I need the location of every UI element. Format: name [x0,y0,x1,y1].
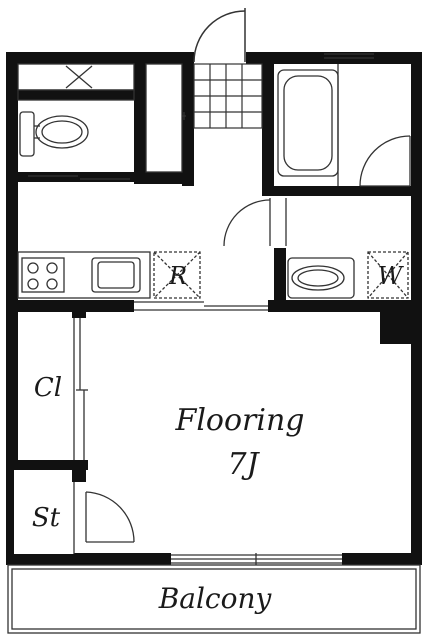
wash-room [223,198,409,299]
room-size-label: 7J [227,447,260,482]
storage [14,470,135,554]
bathroom [277,53,411,187]
toilet-icon [19,111,89,157]
washbasin-icon [287,257,355,299]
balcony-window [171,553,342,565]
closet-label: Cl [34,373,62,403]
balcony [7,564,421,634]
room-type-label: Flooring [175,403,305,438]
interior-walls [14,62,412,470]
shelf [145,63,186,173]
entrance-door [193,8,246,63]
closet [73,318,88,460]
kitchen [17,251,201,299]
toilet-room [17,63,135,180]
room-sliding-door [134,301,268,311]
storage-label: St [32,503,61,533]
refrigerator-label: R [168,262,187,290]
washer-label: W [378,262,405,290]
stove-icon [21,257,65,293]
sink-icon [91,257,141,293]
staircase [193,63,263,129]
balcony-label: Balcony [158,582,273,615]
bathtub-icon [283,75,333,171]
